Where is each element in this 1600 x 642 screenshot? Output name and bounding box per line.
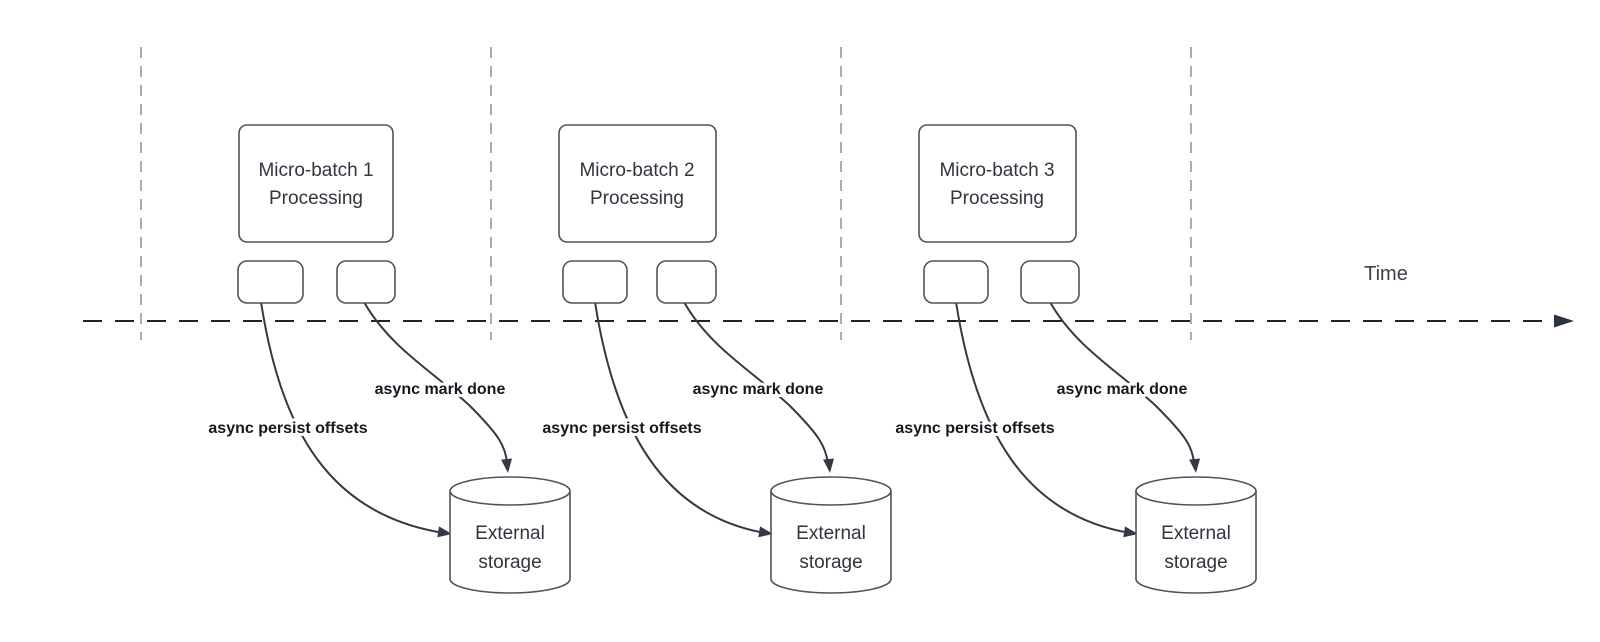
mark-done-arrowhead-3 xyxy=(1189,458,1201,473)
storage-cylinder-1-lid xyxy=(449,476,571,506)
storage-cylinder-3-body xyxy=(1135,491,1257,594)
micro-batch-group-1: async persist offsets async mark done Mi… xyxy=(205,124,571,594)
persist-offsets-label-3: async persist offsets xyxy=(895,420,1054,437)
storage-cylinder-2: External storage xyxy=(770,476,892,594)
processing-box-2 xyxy=(558,124,717,243)
processing-box-1-title-line1: Micro-batch 1 xyxy=(258,160,373,181)
time-axis-label: Time xyxy=(1364,263,1408,285)
connector-box-persist-1 xyxy=(237,260,304,304)
mark-done-label-2: async mark done xyxy=(693,381,824,398)
processing-box-3 xyxy=(918,124,1077,243)
persist-offsets-arrow-2 xyxy=(594,301,766,534)
storage-label-1-line2: storage xyxy=(478,552,541,573)
storage-label-1-line1: External xyxy=(475,523,545,544)
persist-offsets-arrowhead-3 xyxy=(1123,526,1138,538)
storage-cylinder-1: External storage xyxy=(449,476,571,594)
connector-box-persist-3 xyxy=(923,260,989,304)
persist-offsets-label-1: async persist offsets xyxy=(208,420,367,437)
processing-box-1 xyxy=(238,124,394,243)
mark-done-arrowhead-2 xyxy=(823,458,835,473)
processing-box-3-title-line1: Micro-batch 3 xyxy=(939,160,1054,181)
storage-label-3-line2: storage xyxy=(1164,552,1227,573)
time-axis-arrowhead xyxy=(1554,314,1574,328)
connector-box-done-3 xyxy=(1020,260,1080,304)
persist-offsets-arrowhead-1 xyxy=(437,526,452,538)
micro-batch-group-3: async persist offsets async mark done Mi… xyxy=(892,124,1257,594)
storage-label-2-line1: External xyxy=(796,523,866,544)
storage-label-3-line1: External xyxy=(1161,523,1231,544)
storage-label-2-line2: storage xyxy=(799,552,862,573)
persist-offsets-arrow-3 xyxy=(955,301,1131,534)
persist-offsets-arrow-1 xyxy=(260,301,445,534)
interval-gridlines xyxy=(140,47,1192,340)
connector-box-done-2 xyxy=(656,260,717,304)
micro-batch-group-2: async persist offsets async mark done Mi… xyxy=(539,124,892,594)
processing-box-3-title-line2: Processing xyxy=(950,188,1044,209)
storage-cylinder-2-lid xyxy=(770,476,892,506)
mark-done-arrowhead-1 xyxy=(501,458,513,473)
storage-cylinder-1-body xyxy=(449,491,571,594)
mark-done-label-1: async mark done xyxy=(375,381,506,398)
storage-cylinder-3: External storage xyxy=(1135,476,1257,594)
mark-done-arrow-3 xyxy=(1049,301,1195,465)
mark-done-label-3: async mark done xyxy=(1057,381,1188,398)
connector-box-persist-2 xyxy=(562,260,628,304)
processing-box-2-title-line2: Processing xyxy=(590,188,684,209)
connector-box-done-1 xyxy=(336,260,396,304)
mark-done-arrow-2 xyxy=(683,301,829,465)
persist-offsets-arrowhead-2 xyxy=(758,526,773,538)
mark-done-arrow-1 xyxy=(363,301,508,465)
processing-box-2-title-line1: Micro-batch 2 xyxy=(579,160,694,181)
persist-offsets-label-2: async persist offsets xyxy=(542,420,701,437)
storage-cylinder-3-lid xyxy=(1135,476,1257,506)
storage-cylinder-2-body xyxy=(770,491,892,594)
time-axis: Time xyxy=(83,263,1574,328)
processing-box-1-title-line2: Processing xyxy=(269,188,363,209)
